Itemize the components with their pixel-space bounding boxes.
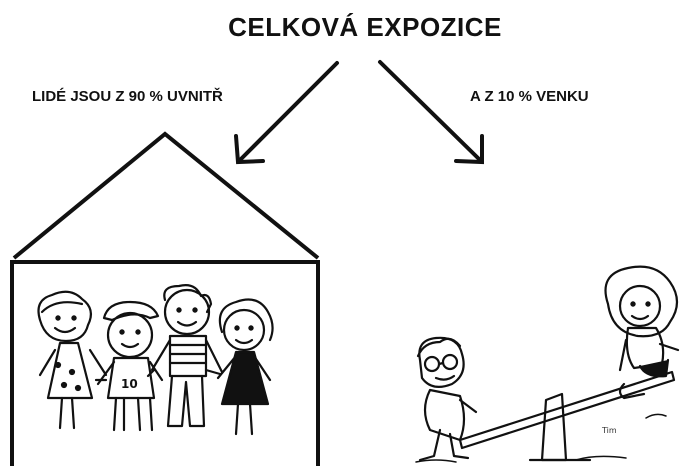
arrow-to-indoor: [234, 61, 339, 165]
seesaw-scene-drawing: [415, 265, 680, 463]
children-indoor-drawing: [37, 284, 274, 436]
child-boy-striped: [150, 284, 224, 428]
seesaw: [458, 370, 676, 462]
diagram-title: CELKOVÁ EXPOZICE: [228, 12, 502, 42]
child-girl-left: [37, 290, 108, 430]
arrow-to-outdoor: [378, 60, 484, 165]
girl-with-curly-hair: [604, 265, 680, 400]
shirt-number: 10: [121, 377, 138, 391]
house-outline: [10, 131, 320, 466]
indoor-label: LIDÉ JSOU Z 90 % UVNITŘ: [32, 88, 223, 105]
child-boy-cap: [96, 300, 164, 432]
outdoor-label: A Z 10 % VENKU: [470, 88, 589, 105]
boy-with-glasses: [416, 336, 478, 462]
child-girl-right: [216, 298, 274, 436]
artist-mark: Tim: [602, 426, 617, 435]
